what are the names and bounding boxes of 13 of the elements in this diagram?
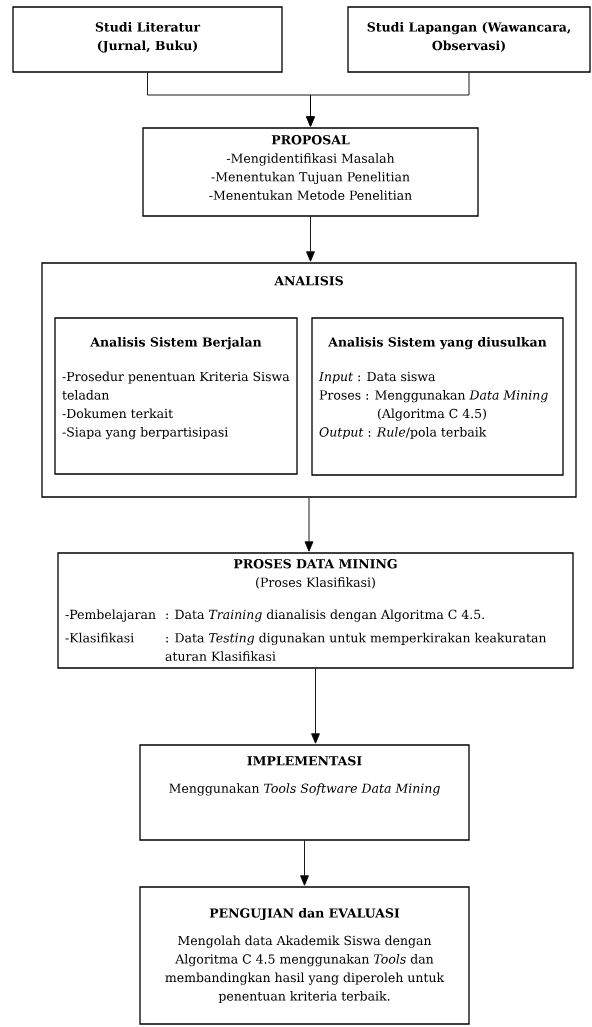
process-box: PENGUJIAN dan EVALUASI Mengolah data Akademik Siswa dengan Algoritma C 4.5 menggunakan Tools dan membandingkan hasil yang diperoleh untuk penentuan kriteria terbaik. [139, 886, 470, 1025]
arrow [304, 497, 314, 552]
arrow [311, 668, 320, 744]
arrow [306, 72, 470, 127]
process-box: Studi Literatur (Jurnal, Buku) [12, 6, 283, 73]
process-box: IMPLEMENTASI Menggunakan Tools Software Data Mining [139, 744, 470, 841]
process-box: PROPOSAL -Mengidentifikasi Masalah -Menentukan Tujuan Penelitian -Menentukan Metode Penelitian [142, 127, 479, 217]
arrow [300, 840, 309, 886]
analysis-box: Analisis Sistem Berjalan -Prosedur penentuan Kriteria Siswa teladan -Dokumen terkait -Siapa yang berpartisipasi [54, 317, 298, 475]
analysis-box: Analisis Sistem yang diusulkan Input : Data siswa Proses : Menggunakan Data Mining (Algoritma C 4.5) Output : Rule/pola terbaik [311, 317, 564, 476]
process-box: Studi Lapangan (Wawancara, Observasi) [347, 6, 591, 73]
process-box: PROSES DATA MINING (Proses Klasifikasi) -Pembelajaran : Data Training dianalisis dengan Algoritma C 4.5. -Klasifikasi : Data Testing digunakan untuk memperkirakan keakuratan aturan Klasifikasi [57, 552, 574, 669]
arrow [306, 216, 315, 262]
